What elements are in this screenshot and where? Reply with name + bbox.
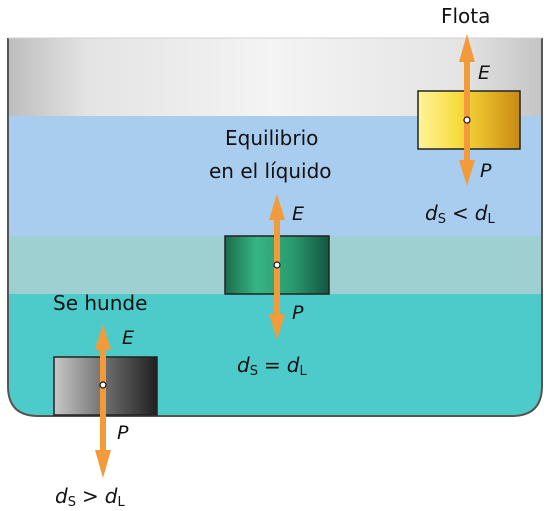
equilibrium-weight-label: P bbox=[292, 302, 304, 324]
floats-weight-label: P bbox=[480, 160, 492, 182]
equilibrium-buoyancy-label: E bbox=[292, 203, 305, 225]
sinks-force-arrows bbox=[95, 324, 111, 478]
sinks-buoyancy-label: E bbox=[122, 327, 135, 349]
buoyancy-arrow-up bbox=[95, 324, 111, 350]
floats-force-arrows bbox=[459, 34, 475, 186]
equilibrium-title-line1: Equilibrio bbox=[225, 126, 319, 150]
sinks-density-relation: dS>dL bbox=[55, 484, 125, 510]
tank-outline bbox=[7, 38, 543, 417]
weight-arrow-down bbox=[459, 160, 475, 186]
buoyancy-arrow-up bbox=[459, 34, 475, 62]
equilibrium-force-arrows bbox=[269, 194, 285, 340]
equilibrium-title-line2: en el líquido bbox=[209, 159, 332, 183]
floats-buoyancy-label: E bbox=[478, 62, 491, 84]
equilibrium-density-relation: dS=dL bbox=[237, 353, 307, 379]
sinks-title: Se hunde bbox=[53, 291, 148, 315]
buoyancy-arrow-up bbox=[269, 194, 285, 220]
sinks-weight-label: P bbox=[117, 422, 129, 444]
weight-arrow-down bbox=[269, 314, 285, 340]
floats-density-relation: dS<dL bbox=[425, 201, 495, 227]
weight-arrow-down bbox=[95, 450, 111, 478]
floats-title: Flota bbox=[441, 4, 491, 28]
